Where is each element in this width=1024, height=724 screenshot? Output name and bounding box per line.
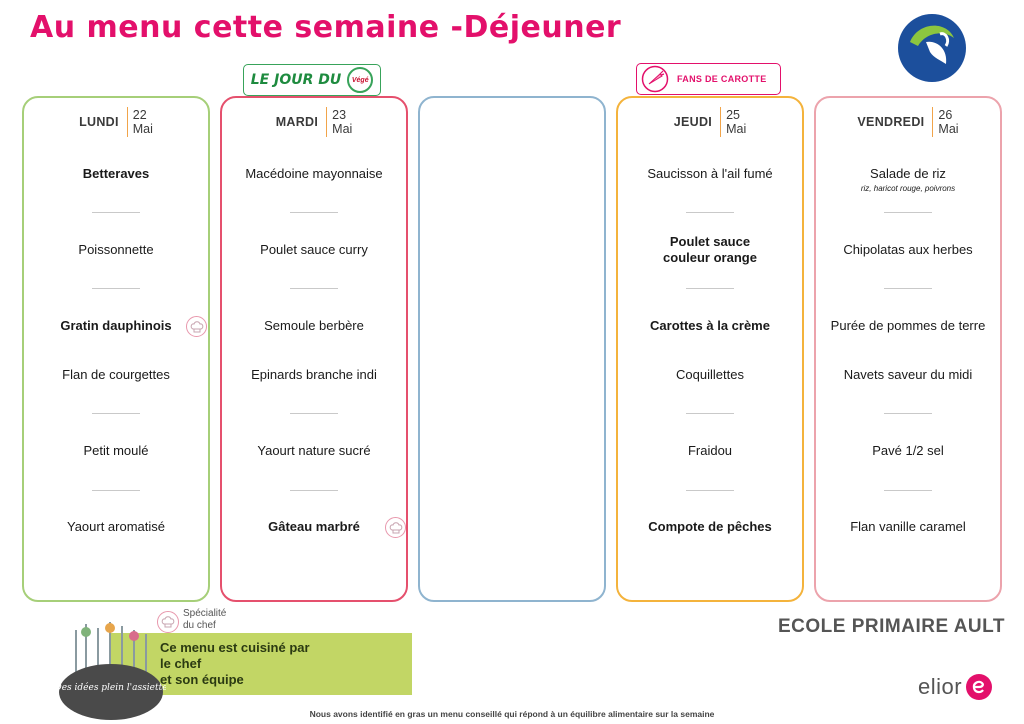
header-divider — [126, 107, 128, 137]
dish-starter: Salade de riz riz, haricot rouge, poivro… — [820, 166, 996, 194]
dish-dairy: Yaourt nature sucré — [257, 443, 371, 458]
dish-dessert: Compote de pêches — [648, 519, 772, 534]
dish-dairy: Fraidou — [687, 443, 733, 458]
dish-starter: Macédoine mayonnaise — [245, 166, 383, 181]
dish-divider — [92, 413, 140, 414]
carrot-fans-badge: FANS DE CAROTTE — [636, 63, 781, 95]
day-date: 23 Mai — [332, 108, 352, 136]
vege-badge-label: LE JOUR DU — [250, 72, 342, 88]
chef-info-text: Ce menu est cuisiné par le chef et son é… — [160, 640, 310, 688]
chef-info-line-1: Ce menu est cuisiné par — [160, 640, 310, 655]
dish-divider — [290, 413, 338, 414]
chef-hat-icon — [186, 316, 207, 337]
dish-divider — [92, 490, 140, 491]
chef-specialty-legend: Spécialité du chef — [183, 608, 226, 632]
dish-dessert: Gâteau marbré — [268, 519, 360, 534]
day-column-lundi: LUNDI 22 Mai Betteraves Poissonnette Gra… — [22, 96, 210, 602]
dish-main: Chipolatas aux herbes — [843, 242, 973, 257]
dish-dairy: Pavé 1/2 sel — [872, 443, 944, 458]
dish-vegetable: Flan de courgettes — [62, 367, 170, 382]
footnote: Nous avons identifié en gras un menu con… — [309, 709, 715, 719]
chef-hat-icon — [385, 517, 406, 538]
day-name: VENDREDI — [857, 115, 925, 129]
dish-starter-name: Salade de riz — [870, 166, 946, 181]
specialty-line-1: Spécialité — [183, 608, 227, 619]
plate-text: Des idées plein l'assiette — [56, 682, 166, 693]
dish-vegetable: Coquillettes — [676, 367, 744, 382]
day-header: JEUDI 25 Mai — [618, 105, 802, 139]
day-header: MARDI 23 Mai — [222, 105, 406, 139]
dish-divider — [686, 212, 734, 213]
dish-divider — [290, 288, 338, 289]
chef-info-line-2: le chef — [160, 656, 202, 671]
dish-divider — [686, 490, 734, 491]
day-column-jeudi: JEUDI 25 Mai Saucisson à l'ail fumé Poul… — [616, 96, 804, 602]
day-date: 25 Mai — [726, 108, 746, 136]
day-number: 25 — [726, 108, 740, 122]
day-month: Mai — [938, 122, 959, 136]
school-name: ECOLE PRIMAIRE AULT — [778, 616, 1005, 637]
dish-dairy: Petit moulé — [83, 443, 149, 458]
day-number: 23 — [332, 108, 347, 122]
page-title: Au menu cette semaine -Déjeuner — [30, 10, 622, 45]
day-date: 22 Mai — [133, 108, 153, 136]
day-month: Mai — [726, 122, 747, 136]
carrot-icon — [641, 65, 669, 93]
dish-divider — [884, 490, 932, 491]
brand-wordmark: elior — [918, 674, 963, 699]
dish-divider — [686, 413, 734, 414]
header-divider — [326, 107, 328, 137]
specialty-line-2: du chef — [183, 620, 216, 631]
elior-e-icon — [966, 674, 993, 700]
header-divider — [932, 107, 934, 137]
dish-dessert: Flan vanille caramel — [850, 519, 966, 534]
day-name: JEUDI — [673, 115, 713, 129]
dish-side: Semoule berbère — [264, 318, 364, 333]
day-name: LUNDI — [79, 115, 119, 129]
day-column-empty — [418, 96, 606, 602]
dish-side: Carottes à la crème — [650, 318, 770, 333]
dish-vegetable: Epinards branche indi — [251, 367, 377, 382]
day-name: MARDI — [275, 115, 319, 129]
day-header: LUNDI 22 Mai — [24, 105, 208, 139]
day-month: Mai — [332, 122, 353, 136]
dish-main: Poissonnette — [78, 242, 154, 257]
header-divider — [720, 107, 722, 137]
dish-vegetable: Navets saveur du midi — [843, 367, 973, 382]
dish-divider — [884, 413, 932, 414]
plate-utensils-icon: Des idées plein l'assiette — [56, 622, 166, 720]
dish-side: Purée de pommes de terre — [830, 318, 986, 333]
restaurant-logo-icon — [898, 14, 966, 82]
dish-divider — [686, 288, 734, 289]
dish-main: Poulet sauce curry — [260, 242, 368, 257]
dish-main: Poulet sauce couleur orange — [663, 234, 757, 265]
dish-starter: Saucisson à l'ail fumé — [647, 166, 773, 181]
day-number: 26 — [938, 108, 953, 122]
dish-divider — [290, 490, 338, 491]
dish-starter-note: riz, haricot rouge, poivrons — [860, 184, 956, 193]
vege-seal: Végé — [347, 67, 374, 93]
day-header: VENDREDI 26 Mai — [816, 105, 1000, 139]
dish-divider — [884, 288, 932, 289]
chef-hat-icon — [157, 611, 179, 633]
dish-side: Gratin dauphinois — [60, 318, 172, 333]
dish-divider — [92, 212, 140, 213]
dish-divider — [290, 212, 338, 213]
dish-divider — [92, 288, 140, 289]
day-number: 22 — [132, 108, 147, 122]
chef-info-line-3: et son équipe — [160, 672, 244, 687]
day-column-mardi: MARDI 23 Mai Macédoine mayonnaise Poulet… — [220, 96, 408, 602]
dish-starter: Betteraves — [82, 166, 150, 181]
day-date: 26 Mai — [938, 108, 958, 136]
day-column-vendredi: VENDREDI 26 Mai Salade de riz riz, haric… — [814, 96, 1002, 602]
dish-dessert: Yaourt aromatisé — [66, 519, 166, 534]
vege-day-badge: LE JOUR DU Végé — [243, 64, 381, 96]
elior-logo: elior — [918, 674, 993, 700]
day-month: Mai — [132, 122, 153, 136]
carrot-badge-label: FANS DE CAROTTE — [677, 74, 767, 84]
dish-divider — [884, 212, 932, 213]
